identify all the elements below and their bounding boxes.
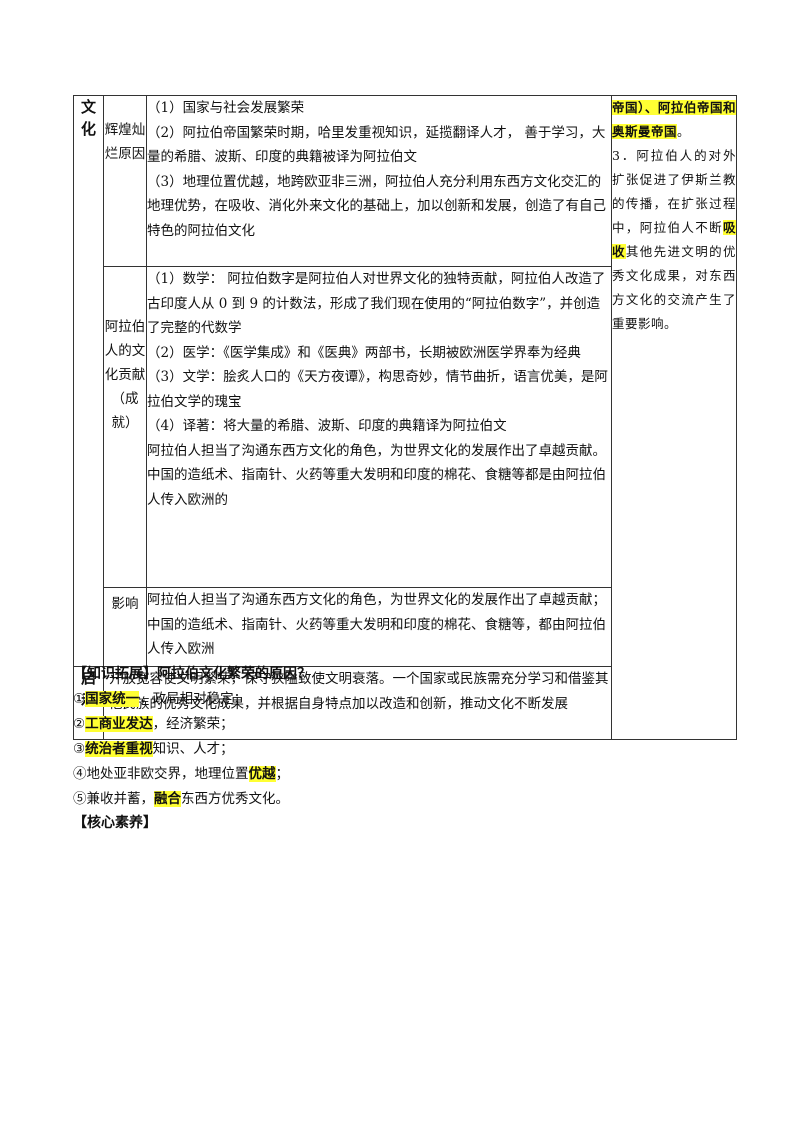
reason-line-2: （2）阿拉伯帝国繁荣时期，哈里发重视知识，延揽翻译人才， 善于学习，大量的希腊、… — [147, 124, 606, 166]
item-highlight: 工商业发达 — [85, 716, 153, 732]
expansion-heading: 【知识拓展】阿拉伯文化繁荣的原因？ — [73, 666, 311, 682]
item-text: ，经济繁荣； — [152, 716, 234, 732]
subhead-cell: 阿拉伯人的文化贡献（成就） — [103, 266, 147, 588]
table-row: 启示 开放宽容使文明繁荣，保守狭隘致使文明衰落。一个国家或民族需充分学习和借鉴其… — [73, 666, 737, 740]
list-item: ⑤兼收并蓄，融合东西方优秀文化。 — [73, 788, 289, 810]
item-number: ① — [73, 691, 86, 707]
reason-line-3: （3）地理位置优越，地跨欧亚非三洲，阿拉伯人充分利用东西方文化交汇的地理优势，在… — [147, 173, 606, 239]
item-number: ② — [73, 716, 86, 732]
item-highlight: 融合 — [154, 791, 181, 807]
item-prefix: 地处亚非欧交界，地理位置 — [86, 766, 249, 782]
item-highlight: 国家统一 — [85, 691, 140, 707]
subhead-influence: 影响 — [111, 596, 139, 612]
contribution-translation: （4）译著：将大量的希腊、波斯、印度的典籍译为阿拉伯文 — [147, 418, 507, 434]
contribution-literature: （3）文学：脍炙人口的《天方夜谭》，构思奇妙，情节曲折，语言优美，是阿拉伯文学的… — [147, 369, 608, 410]
category-label: 文化 — [80, 98, 96, 138]
item-text: ，政局相对稳定； — [139, 691, 248, 707]
list-item: ①国家统一，政局相对稳定； — [73, 688, 247, 710]
reasons-content: （1）国家与社会发展繁荣 （2）阿拉伯帝国繁荣时期，哈里发重视知识，延揽翻译人才… — [146, 95, 612, 267]
inspire-text: 开放宽容使文明繁荣，保守狭隘致使文明衰落。一个国家或民族需充分学习和借鉴其他民族… — [109, 671, 609, 712]
table-row: 文化 辉煌灿烂原因 （1）国家与社会发展繁荣 （2）阿拉伯帝国繁荣时期，哈里发重… — [73, 95, 737, 740]
item-number: ⑤ — [73, 791, 87, 807]
subhead-contributions: 阿拉伯人的文化贡献（成就） — [104, 319, 146, 431]
list-item: ③统治者重视知识、人才； — [73, 738, 234, 760]
contribution-math: （1）数学： 阿拉伯数字是阿拉伯人对世界文化的独特贡献，阿拉伯人改造了古印度人从… — [147, 271, 606, 336]
side-text-1: 。 — [677, 124, 691, 139]
side-text-2: 3．阿拉伯人的对外扩张促进了伊斯兰教的传播，在扩张过程中，阿拉伯人不断 — [612, 148, 736, 235]
core-heading: 【核心素养】 — [73, 815, 157, 831]
contribution-medicine: （2）医学：《医学集成》和《医典》两部书，长期被欧洲医学界奉为经典 — [147, 344, 581, 361]
contributions-content: （1）数学： 阿拉伯数字是阿拉伯人对世界文化的独特贡献，阿拉伯人改造了古印度人从… — [146, 266, 612, 588]
subhead-cell: 辉煌灿烂原因 — [103, 95, 147, 267]
culture-table: 文化 辉煌灿烂原因 （1）国家与社会发展繁荣 （2）阿拉伯帝国繁荣时期，哈里发重… — [73, 95, 737, 740]
inspire-content: 开放宽容使文明繁荣，保守狭隘致使文明衰落。一个国家或民族需充分学习和借鉴其他民族… — [103, 666, 612, 740]
subhead-reasons: 辉煌灿烂原因 — [104, 122, 146, 162]
item-text: ； — [275, 766, 290, 782]
table-row: 阿拉伯人的文化贡献（成就） （1）数学： 阿拉伯数字是阿拉伯人对世界文化的独特贡… — [74, 266, 737, 588]
contribution-bridge: 阿拉伯人担当了沟通东西方文化的角色，为世界文化的发展作出了卓越贡献。中国的造纸术… — [147, 442, 606, 508]
side-text-3: 其他先进文明的优秀文化成果，对东西方文化的交流产生了重要影响。 — [612, 244, 736, 331]
influence-content: 阿拉伯人担当了沟通东西方文化的角色，为世界文化的发展作出了卓越贡献；中国的造纸术… — [146, 587, 612, 667]
side-notes: 帝国）、阿拉伯帝国和奥斯曼帝国。 3．阿拉伯人的对外扩张促进了伊斯兰教的传播，在… — [612, 96, 736, 336]
category-cell: 文化 — [73, 95, 104, 667]
list-item: ②工商业发达，经济繁荣； — [73, 713, 234, 735]
item-number: ④ — [73, 766, 87, 782]
list-item: ④地处亚非欧交界，地理位置优越； — [73, 763, 289, 785]
side-notes-cell: 帝国）、阿拉伯帝国和奥斯曼帝国。 3．阿拉伯人的对外扩张促进了伊斯兰教的传播，在… — [611, 95, 737, 740]
item-text: 知识、人才； — [152, 741, 234, 757]
side-highlight-empires: 帝国）、阿拉伯帝国和奥斯曼帝国 — [612, 100, 736, 139]
item-highlight: 优越 — [248, 766, 276, 782]
item-number: ③ — [73, 741, 86, 757]
subhead-cell: 影响 — [103, 587, 147, 667]
reason-line-1: （1）国家与社会发展繁荣 — [147, 100, 305, 116]
item-prefix: 兼收并蓄， — [86, 791, 155, 807]
influence-line: 阿拉伯人担当了沟通东西方文化的角色，为世界文化的发展作出了卓越贡献；中国的造纸术… — [147, 592, 606, 657]
item-text: 东西方优秀文化。 — [181, 791, 289, 807]
item-highlight: 统治者重视 — [85, 741, 153, 757]
